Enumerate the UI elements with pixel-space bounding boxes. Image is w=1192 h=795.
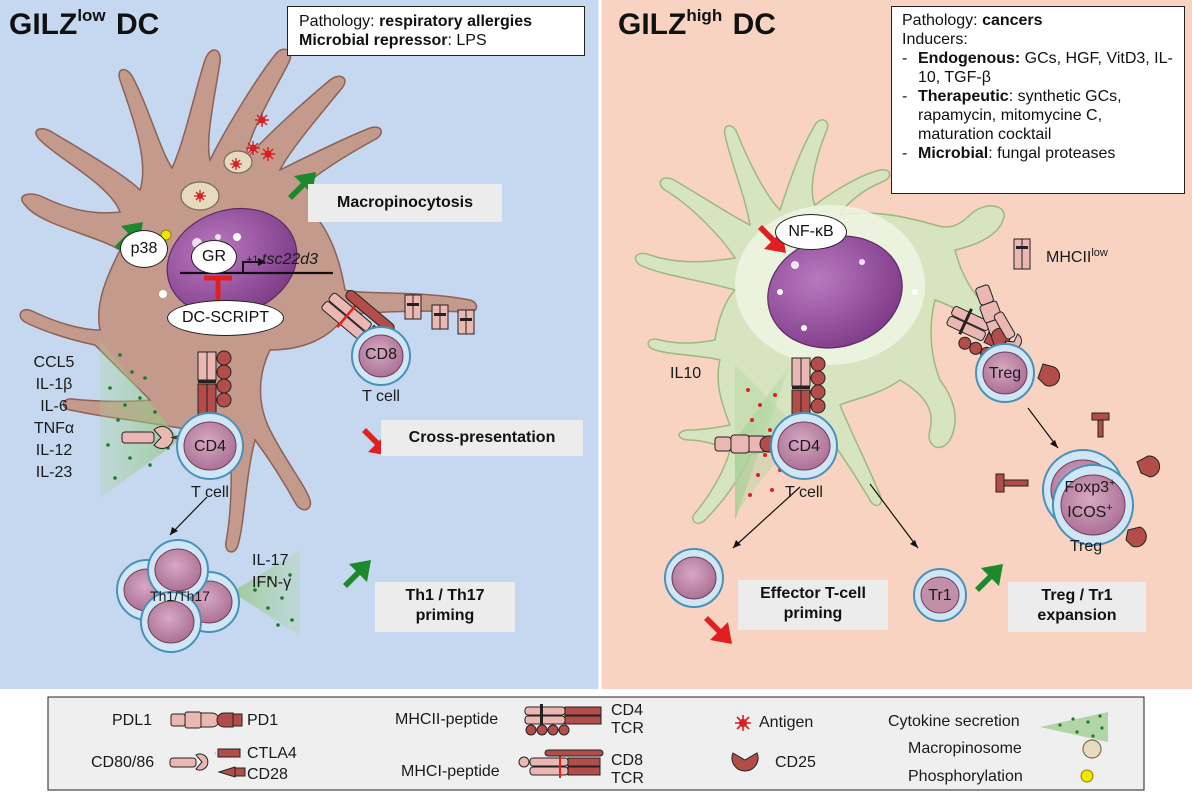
legend-pdl1: PDL1 <box>112 712 153 729</box>
legend-cd80-icon <box>169 748 246 778</box>
legend-cd25-icon <box>731 752 759 772</box>
cd8-label: CD8 <box>364 346 397 363</box>
transcription-start-arrow <box>242 261 262 273</box>
legend-cd25: CD25 <box>775 754 816 771</box>
right-panel-title: GILZhigh DC <box>618 6 776 41</box>
legend-mhcii-peptide: MHCII-peptide <box>395 711 499 728</box>
gr-label: GR <box>191 240 237 274</box>
arrow-up-icon <box>288 172 316 200</box>
legend-antigen: Antigen <box>759 714 814 731</box>
legend-pd1: PD1 <box>247 712 279 729</box>
legend-ctla4: CTLA4 <box>247 745 297 762</box>
treg-upper-label: Treg <box>988 365 1022 382</box>
effector-t-cell-priming-label: Effector T-cell priming <box>738 580 888 630</box>
legend-mhcii-tcr-icon <box>524 704 602 736</box>
legend-mhci-peptide: MHCI-peptide <box>401 763 500 780</box>
treg-lower-label: Treg <box>1069 538 1103 555</box>
il17-label: IL-17 <box>252 552 289 569</box>
legend-cd28: CD28 <box>247 766 288 783</box>
th1-th17-priming-label: Th1 / Th17 priming <box>375 582 515 632</box>
th1-th17-cells <box>116 539 240 653</box>
cytokine-secretion <box>100 340 180 498</box>
cytokine-list: CCL5 IL-1β IL-6 TNFα IL-12 IL-23 <box>33 354 75 481</box>
legend-mhci-tcr-icon <box>518 749 604 778</box>
mhcii-low-label: MHCIIlow <box>1046 247 1108 266</box>
legend-cytokine-icon <box>1040 712 1108 742</box>
cd4-left-t-cell-label: T cell <box>191 484 229 501</box>
treg-tr1-expansion-label: Treg / Tr1 expansion <box>1008 582 1146 632</box>
legend-cytokine-secretion: Cytokine secretion <box>888 713 1020 730</box>
macropinocytosis-label: Macropinocytosis <box>308 184 502 222</box>
arrow-up-icon <box>975 564 1003 592</box>
gene-label: tsc22d3 <box>262 251 319 268</box>
p38-label: p38 <box>120 230 168 268</box>
tr1-label: Tr1 <box>928 587 952 604</box>
ifng-label: IFN-γ <box>252 574 292 591</box>
mhcii-tcr-complex-right <box>791 356 826 423</box>
treg-cell-upper <box>975 343 1061 403</box>
dc-script-label: DC-SCRIPT <box>167 300 284 336</box>
legend-cd80: CD80/86 <box>91 754 155 771</box>
legend-macropinosome-icon <box>1082 739 1102 759</box>
th1-th17-label: Th1/Th17 <box>150 588 210 604</box>
il10-label: IL10 <box>670 365 702 382</box>
mhcii-low-icon <box>1013 238 1031 270</box>
legend-pdl1-pd1-icon <box>170 711 243 729</box>
nfkb-label: NF-κB <box>775 214 847 250</box>
legend-phosphorylation: Phosphorylation <box>908 768 1023 785</box>
cd4-t-cell-right <box>770 412 838 480</box>
legend-tcr-1: TCR <box>611 720 644 737</box>
left-panel-title: GILZlow DC <box>9 6 160 41</box>
tr1-cell <box>913 568 967 622</box>
arrow-down-icon <box>704 616 732 644</box>
legend-tcr-2: TCR <box>611 770 644 787</box>
cd8-t-cell <box>351 326 411 386</box>
foxp3-icos-label: Foxp3+ ICOS+ <box>1064 477 1116 521</box>
arrow-up-icon <box>343 560 371 588</box>
cytokine-secretion <box>232 550 300 636</box>
cd4-left-label: CD4 <box>193 438 226 455</box>
cd4-t-cell-left <box>176 412 244 480</box>
cd4-right-t-cell-label: T cell <box>785 484 823 501</box>
legend-macropinosome: Macropinosome <box>908 740 1022 757</box>
treg-cell-cluster <box>995 412 1161 548</box>
left-info-box: Pathology: respiratory allergies Microbi… <box>287 6 585 56</box>
right-info-box: Pathology: cancers Inducers: Endogenous:… <box>891 6 1185 194</box>
legend-cd4: CD4 <box>611 702 644 719</box>
cross-presentation-label: Cross-presentation <box>381 420 583 456</box>
cd4-right-label: CD4 <box>787 438 820 455</box>
plus-one-label: +1 <box>246 254 259 266</box>
legend-antigen-icon <box>735 715 751 731</box>
arrow-down-icon <box>758 225 786 253</box>
gilz-high-dendritic-cell <box>634 119 1009 524</box>
effector-t-cell <box>664 548 724 608</box>
mhc-molecules-left <box>404 294 475 335</box>
antigen-icons <box>194 113 275 202</box>
cd8-t-cell-label: T cell <box>362 388 400 405</box>
legend-phosphorylation-icon <box>1080 769 1094 783</box>
legend-cd8: CD8 <box>611 752 644 769</box>
mhcii-tcr-complex-left <box>197 350 232 417</box>
